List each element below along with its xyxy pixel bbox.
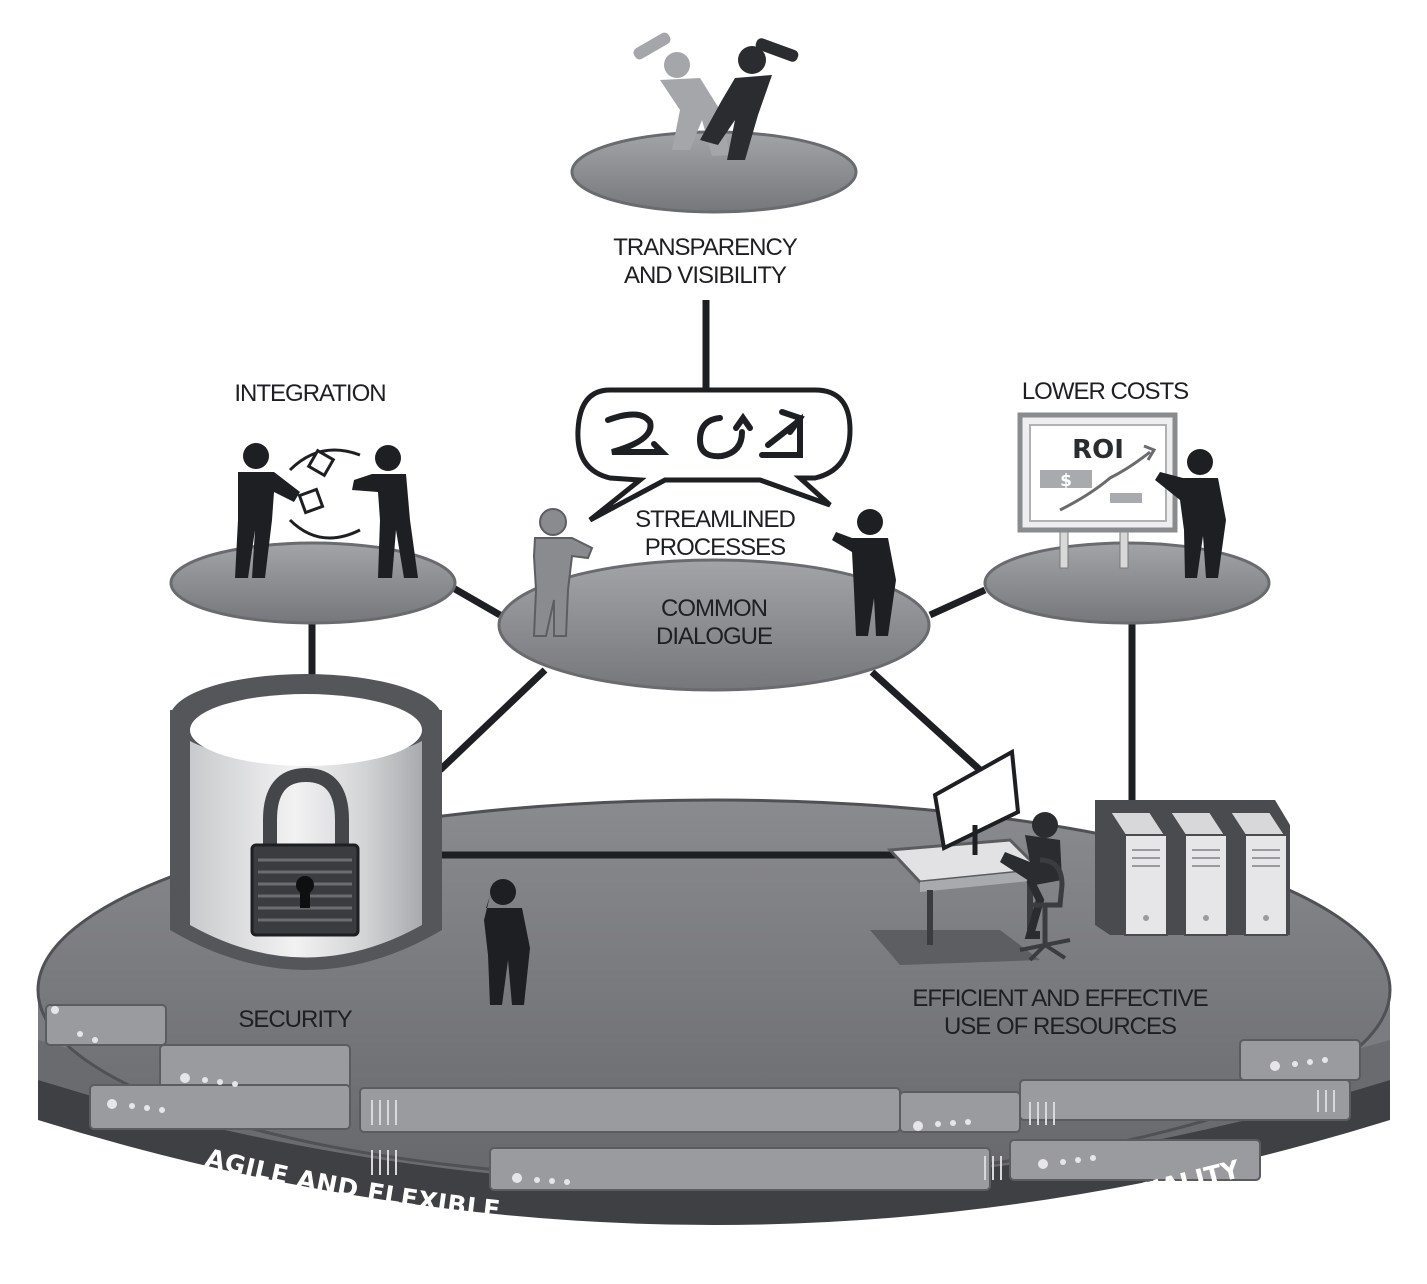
database-cylinder-icon <box>170 674 442 970</box>
person-icon <box>235 443 300 578</box>
person-icon <box>832 509 896 636</box>
transparency-node <box>570 32 858 214</box>
roi-title: ROI <box>1072 435 1124 465</box>
drive-bays <box>45 1004 1361 1191</box>
person-icon <box>484 879 530 1005</box>
speech-bubble-icon <box>575 387 853 523</box>
common-dialogue-line-1: COMMON <box>661 595 768 622</box>
common-dialogue-label: COMMON DIALOGUE <box>614 595 814 651</box>
person-icon <box>352 445 418 578</box>
transparency-label: TRANSPARENCY AND VISIBILITY <box>575 234 835 290</box>
streamlined-label: STREAMLINED PROCESSES <box>590 506 840 562</box>
common-dialogue-line-2: DIALOGUE <box>655 623 773 650</box>
security-label: SECURITY <box>238 1006 352 1033</box>
resources-line-2: USE OF RESOURCES <box>943 1013 1177 1040</box>
transparency-line-2: AND VISIBILITY <box>623 262 787 289</box>
server-rack-icon <box>1095 800 1290 936</box>
telescope-people-icon <box>633 32 799 160</box>
process-arrows-icon <box>605 409 805 460</box>
resources-label: EFFICIENT AND EFFECTIVE USE OF RESOURCES <box>880 985 1240 1041</box>
lower-costs-label: LOWER COSTS <box>1021 378 1189 405</box>
person-icon <box>532 508 594 637</box>
lower-costs-node: ROI $ <box>983 412 1271 625</box>
person-icon <box>1155 449 1226 578</box>
roi-chart-board-icon: ROI $ <box>1017 412 1178 569</box>
platform-label-center: COMMON INTEGRATED PLATFORM <box>441 1222 919 1251</box>
streamlined-line-2: PROCESSES <box>644 534 786 561</box>
exchange-arrows-icon <box>288 448 361 540</box>
integration-node <box>169 443 457 625</box>
transparency-line-1: TRANSPARENCY <box>613 234 798 261</box>
connectors <box>308 300 1136 859</box>
common-dialogue-node <box>497 508 931 692</box>
roi-currency: $ <box>1060 471 1072 491</box>
computer-workstation-icon <box>870 748 1071 965</box>
streamlined-line-1: STREAMLINED <box>635 506 796 533</box>
resources-line-1: EFFICIENT AND EFFECTIVE <box>912 985 1208 1012</box>
integration-label: INTEGRATION <box>234 380 386 407</box>
padlock-icon <box>250 767 360 937</box>
